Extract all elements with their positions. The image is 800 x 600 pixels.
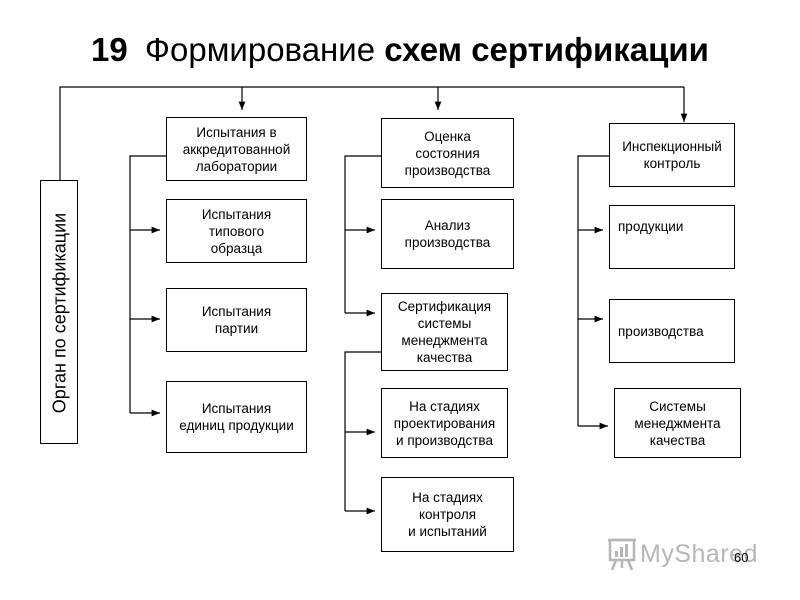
watermark-text: MyShared [640,540,758,568]
box-products: продукции [609,205,735,269]
box-control-testing-stages: На стадиях контроля и испытаний [381,477,514,552]
box-production: производства [609,299,735,363]
col1-bracket [129,155,166,413]
presentation-icon [608,538,636,571]
myshared-logo: MyShared [606,536,766,574]
title-bold: схем сертификации [384,31,709,68]
box-unit-tests: Испытания единиц продукции [166,381,307,453]
box-accredited-lab-tests: Испытания в аккредитованной лаборатории [166,117,307,181]
box-design-production-stages: На стадиях проектирования и производства [381,388,508,458]
box-qms: Системы менеджмента качества [614,388,741,458]
box-batch-tests: Испытания партии [166,288,307,352]
slide-number: 19 [91,31,128,68]
box-production-state-assessment: Оценка состояния производства [381,118,514,188]
organ-label: Орган по сертификации [49,212,70,414]
organ-box: Орган по сертификации [40,180,78,444]
box-inspection-control: Инспекционный контроль [609,123,735,187]
page-number: 60 [734,550,749,565]
title-plain: Формирование [144,31,376,68]
col3-bracket [577,155,609,426]
top-bus-line [59,86,684,180]
box-production-analysis: Анализ производства [381,199,514,269]
box-qms-certification: Сертификация системы менеджмента качеств… [381,293,508,371]
box-type-sample-tests: Испытания типового образца [166,199,307,263]
col2-bracket-bottom [344,351,381,511]
slide-title: 19 Формирование схем сертификации [0,30,800,70]
col2-bracket-top [344,155,381,313]
